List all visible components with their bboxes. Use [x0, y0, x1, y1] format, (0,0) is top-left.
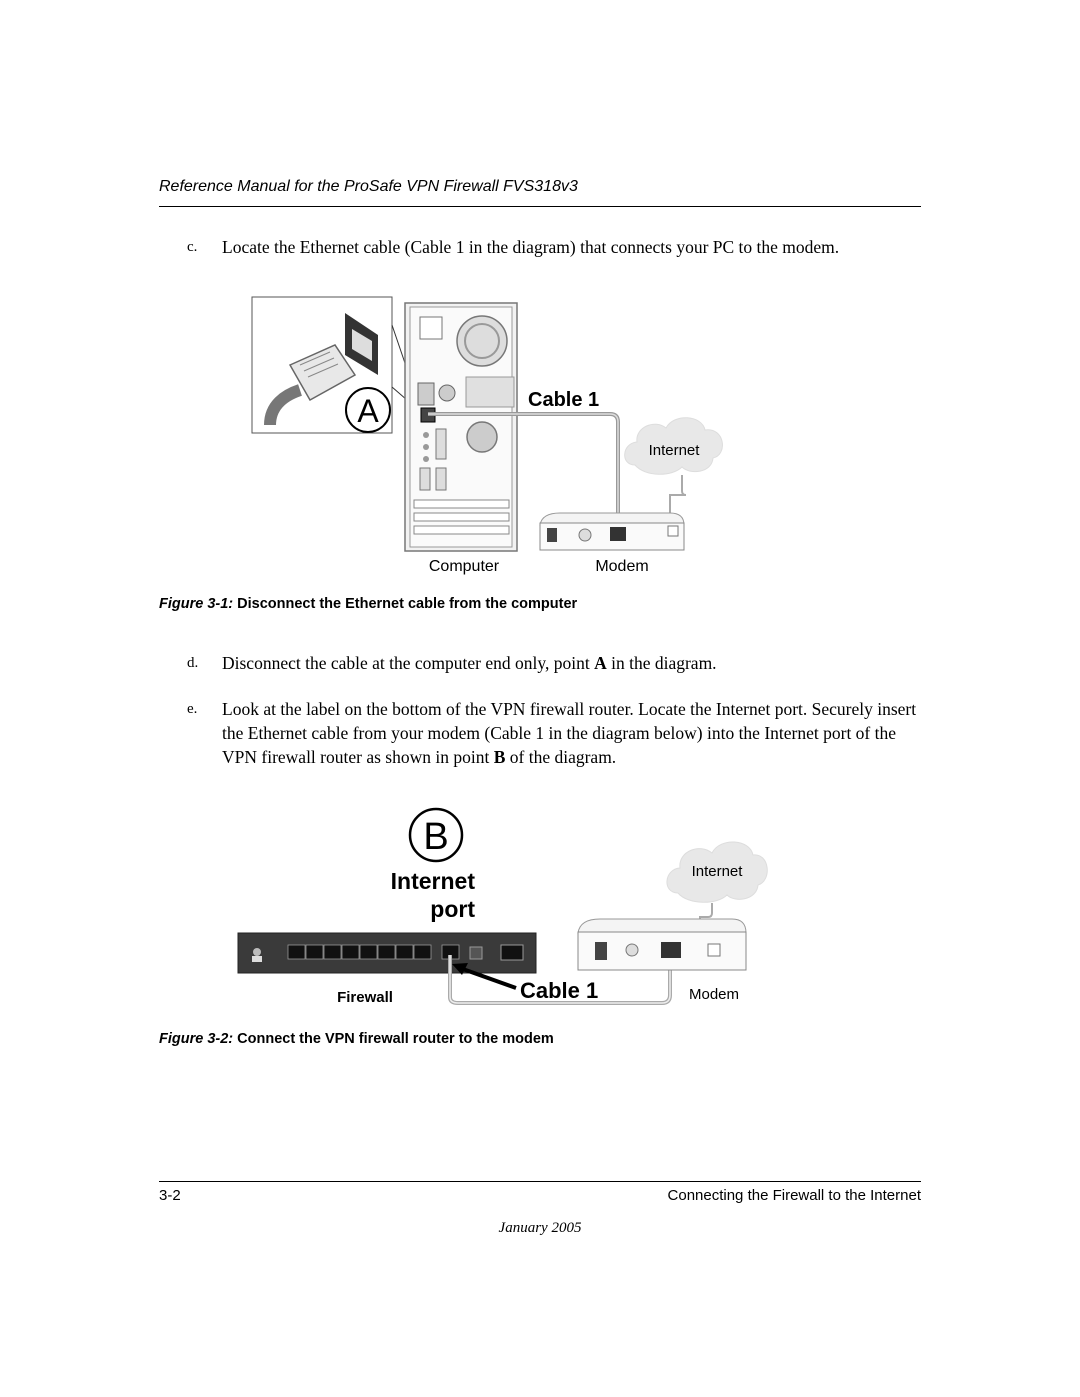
modem	[539, 512, 685, 551]
computer-tower	[404, 302, 518, 552]
step-text: Look at the label on the bottom of the V…	[222, 699, 917, 767]
internet-label: Internet	[692, 863, 744, 880]
cable-1-label: Cable 1	[528, 389, 599, 411]
internet-cloud: Internet	[624, 417, 723, 525]
step-marker: d.	[187, 655, 199, 671]
page-number: 3-2	[159, 1187, 181, 1204]
caption-number: Figure 3-1:	[159, 596, 234, 612]
internet-label: Internet	[649, 442, 701, 459]
internet-cloud: Internet	[666, 841, 768, 937]
computer-label: Computer	[429, 558, 500, 575]
step-marker: e.	[187, 701, 198, 717]
figure-2-diagram: B Internet port Firewall Cable 1 Interne…	[237, 807, 768, 1006]
firewall-router	[237, 932, 537, 974]
chapter-title: Connecting the Firewall to the Internet	[667, 1187, 921, 1204]
connector-inset	[251, 296, 393, 434]
footer-rule	[159, 1181, 921, 1182]
cable-1-label: Cable 1	[520, 978, 598, 1003]
figure-2-caption: Figure 3-2: Connect the VPN firewall rou…	[159, 1031, 554, 1047]
running-header: Reference Manual for the ProSafe VPN Fir…	[159, 178, 578, 195]
figure-1-diagram: A Cable 1 Internet	[251, 296, 723, 575]
pointer-arrow	[459, 966, 517, 990]
point-a-label: A	[357, 393, 379, 429]
header-rule	[159, 206, 921, 207]
point-a-marker: A	[345, 387, 391, 433]
modem-label: Modem	[689, 986, 739, 1003]
step-text: Disconnect the cable at the computer end…	[222, 653, 717, 673]
point-b-marker: B	[408, 807, 464, 863]
caption-text: Disconnect the Ethernet cable from the c…	[237, 596, 578, 612]
modem	[577, 918, 747, 971]
caption-number: Figure 3-2:	[159, 1031, 234, 1047]
point-b-label: B	[423, 816, 448, 858]
firewall-label: Firewall	[337, 989, 393, 1006]
internet-port-label-line1: Internet	[391, 868, 476, 894]
caption-text: Connect the VPN firewall router to the m…	[237, 1031, 554, 1047]
step-text: Locate the Ethernet cable (Cable 1 in th…	[222, 237, 840, 257]
step-marker: c.	[187, 239, 198, 255]
figure-1-caption: Figure 3-1: Disconnect the Ethernet cabl…	[159, 596, 577, 612]
modem-label: Modem	[595, 558, 648, 575]
internet-port-label-line2: port	[430, 896, 475, 922]
publication-date: January 2005	[498, 1220, 582, 1236]
